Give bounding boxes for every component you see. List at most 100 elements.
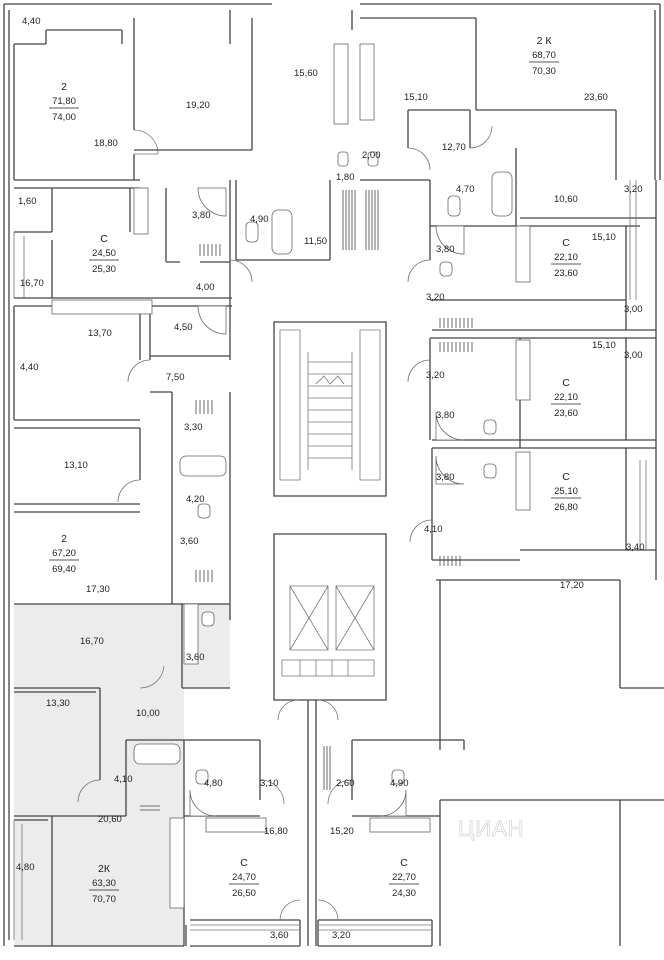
apartment-living-area: 25,10 [554,486,578,497]
room-area-label: 3,20 [426,370,445,381]
watermark: ЦИАН [458,816,525,841]
kitchen-counters [51,43,531,909]
room-area-label: 4,70 [456,184,475,195]
apartment-label: С 22,10 23,60 [551,237,581,279]
room-area-label: 4,90 [390,778,409,789]
room-area-label: 4,20 [186,494,205,505]
room-area-label: 15,20 [330,826,354,837]
room-area-label: 4,90 [250,214,269,225]
room-area-label: 10,00 [136,708,160,719]
room-area-label: 4,40 [22,16,41,27]
outer-walls [3,3,661,947]
bottom-unit-walls [184,739,440,921]
room-area-label: 3,80 [436,410,455,421]
room-area-label: 19,20 [186,100,210,111]
room-area-label: 4,00 [196,282,215,293]
room-area-label: 3,20 [332,930,351,941]
room-area-label: 3,00 [624,350,643,361]
room-area-label: 16,70 [80,636,104,647]
room-area-label: 11,50 [304,236,327,247]
apartment-total-area: 26,80 [554,502,578,513]
room-area-label: 4,10 [424,524,443,535]
apartment-type: С [562,377,570,389]
room-area-label: 15,10 [404,92,428,103]
room-area-label: 4,50 [174,322,193,333]
room-area-label: 18,80 [94,138,118,149]
room-area-label: 3,30 [184,422,203,433]
apartment-total-area: 69,40 [52,564,76,575]
room-area-label: 4,40 [20,362,39,373]
room-area-label: 3,40 [626,542,645,553]
room-area-label: 1,60 [18,196,37,207]
apartment-label: С 22,10 23,60 [551,377,581,419]
room-area-label: 3,20 [426,292,445,303]
central-core [273,321,387,946]
room-area-label: 17,30 [86,584,110,595]
apartment-living-area: 68,70 [532,50,556,61]
room-area-label: 1,80 [336,172,355,183]
apartment-label: С 25,10 26,80 [551,471,581,513]
room-area-label: 2,60 [336,778,355,789]
apartment-living-area: 22,70 [392,872,416,883]
apartment-total-area: 26,50 [232,888,256,899]
apartment-type: 2 К [537,35,553,47]
apartment-type: С [562,471,570,483]
room-area-label: 15,10 [592,232,616,243]
apartment-label: С 24,50 25,30 [89,233,119,275]
room-area-label: 23,60 [584,92,608,103]
apartment-total-area: 24,30 [392,888,416,899]
apartment-type: 2 [61,81,67,93]
right-column-walls [360,17,664,946]
apartment-label: 2К 63,30 70,70 [89,863,119,905]
apartment-living-area: 24,70 [232,872,256,883]
room-area-label: 3,80 [436,244,455,255]
bathroom-fixtures [133,151,513,817]
room-area-label: 15,10 [592,340,616,351]
room-area-label: 16,80 [264,826,288,837]
apartment-type: 2К [98,863,111,875]
apartment-label: 2 67,20 69,40 [49,533,79,575]
room-area-label: 10,60 [554,194,578,205]
apartment-total-area: 70,70 [92,894,116,905]
apartment-total-area: 23,60 [554,408,578,419]
room-area-label: 3,10 [260,778,279,789]
room-area-label: 3,80 [192,210,211,221]
room-area-label: 13,70 [88,328,112,339]
room-area-label: 3,80 [436,472,455,483]
apartment-living-area: 67,20 [52,548,76,559]
door-swings [77,125,493,921]
apartment-living-area: 63,30 [92,878,116,889]
apartment-label: 2 71,80 74,00 [49,81,79,123]
room-area-label: 16,70 [20,278,44,289]
room-area-label: 7,50 [166,372,185,383]
apartment-type: С [400,857,408,869]
apartment-living-area: 22,10 [554,252,578,263]
balconies [13,180,647,940]
apartment-type: С [562,237,570,249]
apartment-type: С [240,857,248,869]
apartment-label: С 24,70 26,50 [229,857,259,899]
room-area-label: 4,80 [204,778,223,789]
apartment-type: С [100,233,108,245]
room-area-label: 3,60 [186,652,205,663]
apartment-total-area: 23,60 [554,268,578,279]
room-area-label: 4,10 [114,774,133,785]
room-area-label: 20,60 [98,814,122,825]
room-area-label: 13,10 [64,460,88,471]
apartment-living-area: 24,50 [92,248,116,259]
apartment-living-area: 22,10 [554,392,578,403]
ventilation-grilles [140,190,473,811]
apartment-type: 2 [61,533,67,545]
room-area-label: 13,30 [46,698,70,709]
room-area-label: 17,20 [560,580,584,591]
apartment-label: С 22,70 24,30 [389,857,419,899]
room-area-label: 15,60 [294,68,318,79]
apartment-living-area: 71,80 [52,96,76,107]
apartment-total-area: 25,30 [92,264,116,275]
apartment-total-area: 74,00 [52,112,76,123]
room-area-label: 3,20 [624,184,643,195]
room-area-label: 4,80 [16,862,35,873]
